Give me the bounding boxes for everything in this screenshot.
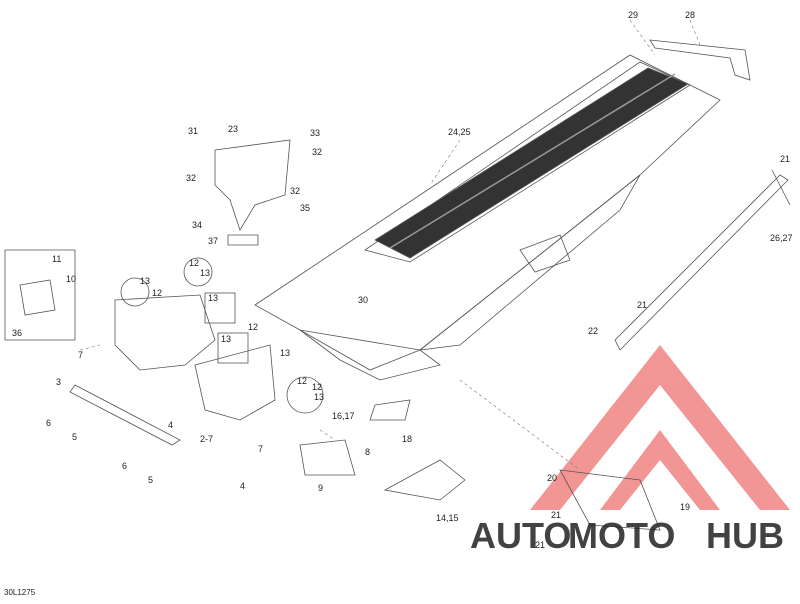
callout-13d: 13	[314, 392, 324, 402]
callout-2-7: 2-7	[200, 434, 213, 444]
callout-32c: 32	[290, 186, 300, 196]
tunnel-side-wall	[418, 174, 641, 351]
part-16	[369, 399, 411, 421]
detail-boxes	[204, 292, 249, 364]
callout-12a: 12	[189, 258, 199, 268]
callout-21a: 21	[780, 154, 790, 164]
callout-14-15: 14,15	[436, 513, 459, 523]
callout-31: 31	[188, 126, 198, 136]
callout-7a: 7	[78, 350, 83, 360]
callout-5a: 5	[72, 432, 77, 442]
inset-box	[4, 249, 76, 341]
callout-26-27: 26,27	[770, 233, 793, 243]
callout-8: 8	[365, 447, 370, 457]
bar-part-3	[69, 384, 181, 446]
callout-3: 3	[56, 377, 61, 387]
callout-22: 22	[588, 326, 598, 336]
callout-12-13-circle: 12	[312, 382, 322, 392]
callout-12-13-box1: 13	[208, 293, 218, 303]
side-rail-tip	[771, 169, 791, 206]
running-board-strips	[374, 67, 689, 259]
reference-code: 30L1275	[4, 588, 36, 597]
callout-9: 9	[318, 483, 323, 493]
callout-24-25: 24,25	[448, 127, 471, 137]
callout-6b: 6	[122, 461, 127, 471]
side-rail-part	[614, 174, 789, 351]
callout-32b: 32	[186, 173, 196, 183]
callout-21b: 21	[637, 300, 647, 310]
tunnel-top-deck	[364, 61, 691, 263]
callout-13c: 13	[280, 348, 290, 358]
callout-12b: 12	[152, 288, 162, 298]
callout-19: 19	[680, 502, 690, 512]
callout-33: 33	[310, 128, 320, 138]
part-19	[559, 469, 661, 531]
callout-16-17: 16,17	[332, 411, 355, 421]
tunnel-rear-wall	[299, 329, 441, 381]
tunnel-plate	[519, 234, 571, 273]
callout-30: 30	[358, 295, 368, 305]
callout-12-13-box2: 13	[221, 334, 231, 344]
watermark-hub: HUB	[706, 515, 784, 556]
callout-10: 10	[66, 274, 76, 284]
callout-13b: 13	[140, 276, 150, 286]
callout-23: 23	[228, 124, 238, 134]
callout-28: 28	[685, 10, 695, 20]
bracket-part-23	[214, 139, 291, 231]
plate-part-8	[299, 439, 356, 476]
callout-12c: 12	[248, 322, 258, 332]
callout-5b: 5	[148, 475, 153, 485]
callout-34: 34	[192, 220, 202, 230]
rear-bracket-part	[649, 39, 751, 81]
part-10	[19, 279, 56, 316]
tunnel-frame	[254, 54, 721, 381]
callout-32a: 32	[312, 147, 322, 157]
callout-36: 36	[12, 328, 22, 338]
callout-29: 29	[628, 10, 638, 20]
callout-35: 35	[300, 203, 310, 213]
watermark-outer-triangle	[530, 345, 790, 510]
callout-labels: 29 28 31 23 33 32 24,25 21 32 32 35 34 3…	[4, 10, 793, 597]
bracket-part-14	[383, 459, 466, 501]
watermark-auto: AUTO	[470, 515, 571, 556]
watermark-moto: MOTO	[568, 515, 675, 556]
part-37	[227, 234, 259, 246]
callout-7b: 7	[258, 444, 263, 454]
callout-21c: 21	[551, 510, 561, 520]
callout-11: 11	[52, 254, 61, 264]
watermark-inner-triangle	[600, 430, 720, 510]
callout-37: 37	[208, 236, 218, 246]
footrest-left	[114, 294, 216, 371]
callout-18: 18	[402, 434, 412, 444]
callout-20: 20	[547, 473, 557, 483]
leader-lines	[79, 19, 701, 471]
callout-21d: 21	[535, 540, 545, 550]
callout-12d: 12	[297, 376, 307, 386]
watermark-logo	[530, 345, 790, 510]
watermark-wordmark: AUTO MOTO HUB	[470, 515, 784, 556]
callout-4b: 4	[240, 481, 245, 491]
callout-4a: 4	[168, 420, 173, 430]
detail-circles	[120, 257, 324, 414]
callout-13a: 13	[200, 268, 210, 278]
callout-6a: 6	[46, 418, 51, 428]
footrest-right	[194, 344, 276, 421]
strip-divider	[389, 73, 676, 249]
